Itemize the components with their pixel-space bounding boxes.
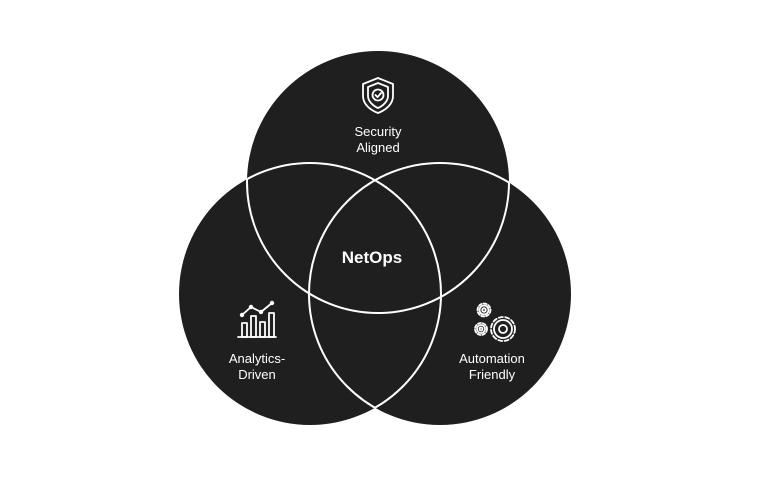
bar-chart-trend-icon bbox=[237, 300, 277, 338]
automation-label-line1: Automation bbox=[459, 351, 525, 366]
analytics-label-line2: Driven bbox=[238, 367, 276, 382]
outline-analytics bbox=[247, 162, 442, 425]
security-label-line1: Security bbox=[355, 124, 402, 139]
automation-label-line2: Friendly bbox=[469, 367, 516, 382]
outline-automation bbox=[308, 162, 509, 425]
center-label: NetOps bbox=[342, 248, 402, 267]
overlap-outlines bbox=[246, 162, 510, 425]
shield-check-icon bbox=[362, 77, 394, 114]
analytics-label-line1: Analytics- bbox=[229, 351, 285, 366]
gears-icon bbox=[474, 302, 516, 342]
security-label-line2: Aligned bbox=[356, 140, 399, 155]
